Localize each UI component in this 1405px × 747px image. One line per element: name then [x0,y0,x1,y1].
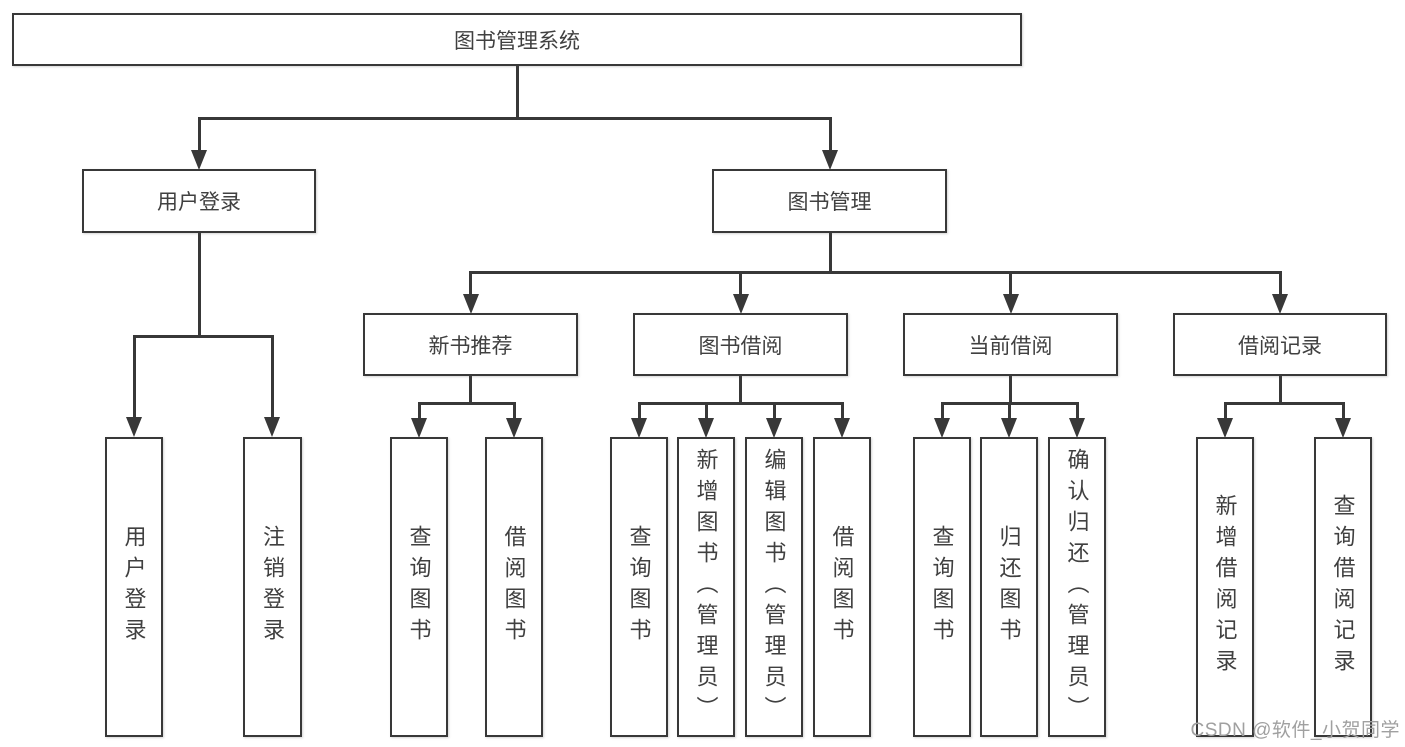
connector-drop-bb-query [637,401,641,421]
connector-drop-br-add [1223,401,1227,421]
connector-borrow-records-stem [1278,374,1282,404]
node-leaf-logout: 注销登录 [243,437,302,737]
node-leaf-cb-query-books-label: 查询图书 [929,525,955,649]
arrow-down-icon [1002,294,1019,314]
arrow-down-icon [934,418,950,438]
node-leaf-nb-borrow-books: 借阅图书 [485,437,543,737]
connector-nb-bus [417,401,516,405]
arrow-down-icon [264,417,280,437]
node-user-login: 用户登录 [82,169,316,233]
connector-root-stem [515,64,519,119]
connector-user-login-bus [132,334,274,338]
node-current-borrow-label: 当前借阅 [968,334,1053,358]
connector-drop-leaf-user-login [132,334,136,420]
arrow-down-icon [631,418,647,438]
node-user-login-label: 用户登录 [157,191,241,214]
arrow-down-icon [698,418,714,438]
node-leaf-br-query-record: 查询借阅记录 [1314,437,1372,737]
csdn-watermark: CSDN @软件_小贺同学 [1190,720,1400,741]
node-new-book-recommend-label: 新书推荐 [428,334,513,358]
node-leaf-nb-query-books: 查询图书 [390,437,448,737]
node-leaf-bb-add-books-admin: 新增图书（管理员） [677,437,735,737]
node-leaf-cb-return-books: 归还图书 [980,437,1038,737]
connector-drop-nb-borrow [512,401,516,421]
connector-drop-cb-query [940,401,944,421]
connector-level3-bus [469,270,1282,274]
node-root: 图书管理系统 [12,13,1022,66]
node-new-book-recommend: 新书推荐 [363,313,578,376]
node-leaf-cb-query-books: 查询图书 [913,437,971,737]
node-leaf-cb-return-books-label: 归还图书 [996,525,1022,649]
arrow-down-icon [126,417,142,437]
node-leaf-logout-label: 注销登录 [260,525,286,649]
connector-drop-cb-return [1007,401,1011,421]
arrow-down-icon [1335,418,1351,438]
node-leaf-user-login-label: 用户登录 [121,525,147,649]
arrow-down-icon [732,294,749,314]
arrow-down-icon [1217,418,1233,438]
node-book-borrow: 图书借阅 [633,313,848,376]
arrow-down-icon [462,294,479,314]
node-leaf-nb-query-books-label: 查询图书 [406,525,432,649]
arrow-down-icon [411,418,427,438]
node-leaf-user-login: 用户登录 [105,437,163,737]
arrow-down-icon [834,418,850,438]
node-leaf-br-query-record-label: 查询借阅记录 [1330,494,1356,680]
arrow-down-icon [1001,418,1017,438]
connector-user-login-stem [197,231,201,337]
connector-drop-book-management [828,116,832,152]
connector-book-borrow-stem [739,374,742,404]
connector-drop-br-query [1341,401,1345,421]
arrow-down-icon [766,418,782,438]
node-leaf-br-add-record: 新增借阅记录 [1196,437,1254,737]
connector-drop-bb-borrow [840,401,844,421]
arrow-down-icon [1069,418,1085,438]
connector-drop-leaf-logout [270,334,274,420]
node-leaf-bb-edit-books-admin-label: 编辑图书（管理员） [761,447,787,727]
node-current-borrow: 当前借阅 [903,313,1118,376]
connector-drop-nb-query [417,401,421,421]
node-book-borrow-label: 图书借阅 [698,334,783,358]
node-leaf-bb-borrow-books-label: 借阅图书 [829,525,855,649]
arrow-down-icon [1272,294,1288,314]
node-leaf-nb-borrow-books-label: 借阅图书 [501,525,527,649]
node-borrow-records-label: 借阅记录 [1238,334,1322,358]
connector-bb-bus [637,401,844,405]
connector-br-bus [1223,401,1345,405]
connector-current-borrow-stem [1009,374,1012,404]
node-book-management-label: 图书管理 [787,191,872,214]
connector-drop-new-book-recommend [469,270,472,297]
node-leaf-br-add-record-label: 新增借阅记录 [1212,494,1238,680]
connector-drop-bb-add [704,401,708,421]
node-leaf-cb-confirm-return-admin-label: 确认归还（管理员） [1064,447,1090,727]
connector-drop-borrow-records [1278,270,1282,297]
arrow-down-icon [506,418,522,438]
arrow-down-icon [822,150,838,170]
arrow-down-icon [191,150,207,170]
node-book-management: 图书管理 [712,169,947,233]
connector-drop-bb-edit [772,401,776,421]
connector-drop-current-borrow [1009,270,1012,297]
connector-drop-cb-confirm [1075,401,1079,421]
connector-new-book-recommend-stem [469,374,472,404]
node-leaf-bb-query-books: 查询图书 [610,437,668,737]
node-leaf-bb-query-books-label: 查询图书 [626,525,652,649]
node-leaf-cb-confirm-return-admin: 确认归还（管理员） [1048,437,1106,737]
node-borrow-records: 借阅记录 [1173,313,1387,376]
node-root-label: 图书管理系统 [454,29,580,53]
connector-drop-user-login [197,116,201,152]
connector-drop-book-borrow [739,270,742,297]
node-leaf-bb-edit-books-admin: 编辑图书（管理员） [745,437,803,737]
node-leaf-bb-borrow-books: 借阅图书 [813,437,871,737]
connector-level2-bus [197,116,832,120]
connector-book-management-stem [828,231,832,274]
node-leaf-bb-add-books-admin-label: 新增图书（管理员） [693,447,719,727]
